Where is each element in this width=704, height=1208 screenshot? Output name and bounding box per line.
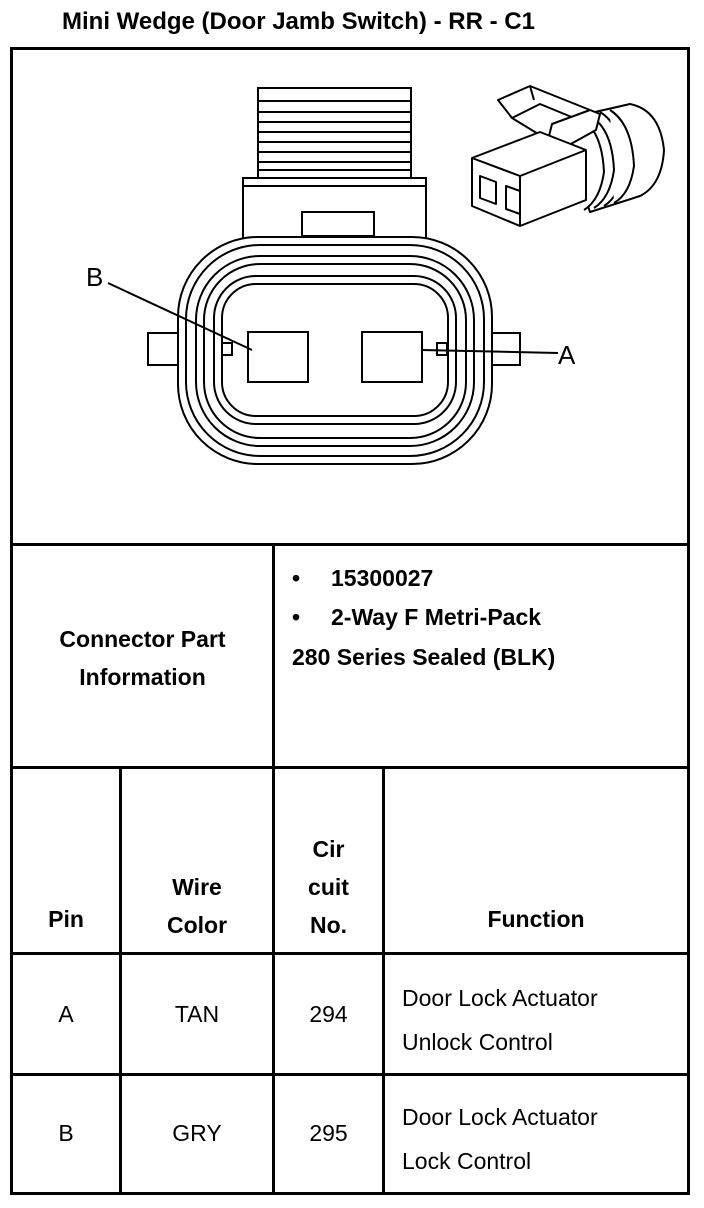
header-circuit-line1: Cir: [312, 836, 345, 862]
row-b-function: Door Lock Actuator Lock Control: [402, 1095, 598, 1183]
connector-info-label: Connector Part Information: [13, 620, 272, 696]
outer-border-top: [10, 47, 690, 50]
connector-isometric-view: [471, 85, 665, 227]
connector-info-label-line2: Information: [79, 664, 206, 690]
part-number: 15300027: [331, 565, 434, 591]
vertical-info-divider: [272, 543, 275, 769]
row-a-function-line2: Unlock Control: [402, 1029, 553, 1055]
row-a-wire-color: TAN: [174, 1001, 220, 1027]
outer-border-bottom: [10, 1192, 690, 1195]
part-description-line1: 2-Way F Metri-Pack: [331, 604, 542, 630]
row-a-circuit: 294: [309, 1001, 348, 1027]
header-pin: Pin: [48, 906, 84, 932]
vertical-col-3: [382, 766, 385, 1195]
row-b-pin: B: [58, 1120, 74, 1146]
row-a-function: Door Lock Actuator Unlock Control: [402, 976, 598, 1064]
divider-header: [10, 952, 690, 955]
housing-outer: [177, 236, 493, 465]
diagram-title: Mini Wedge (Door Jamb Switch) - RR - C1: [62, 8, 535, 35]
header-circuit-line3: No.: [309, 912, 348, 938]
row-b-wire-color: GRY: [172, 1120, 222, 1146]
header-circuit-line2: cuit: [308, 874, 349, 900]
outer-border-right: [687, 47, 690, 1195]
leader-a: [421, 349, 559, 354]
row-a-pin: A: [58, 1001, 74, 1027]
divider-diagram: [10, 543, 690, 546]
leader-b: [107, 282, 253, 351]
vertical-col-1: [119, 766, 122, 1195]
header-function: Function: [487, 906, 585, 932]
row-b-function-line2: Lock Control: [402, 1148, 532, 1174]
row-b-circuit: 295: [309, 1120, 348, 1146]
outer-border-left: [10, 47, 13, 1195]
header-wire-color-line2: Color: [166, 912, 228, 938]
latch-tab: [301, 211, 375, 237]
cavity-b: [247, 331, 309, 383]
part-description-line2: 280 Series Sealed (BLK): [292, 644, 556, 670]
divider-info: [10, 766, 690, 769]
header-circuit-no: Cir cuit No.: [275, 830, 382, 944]
header-wire-color: Wire Color: [122, 868, 272, 944]
row-b-function-line1: Door Lock Actuator: [402, 1104, 598, 1130]
connector-info-label-line1: Connector Part: [59, 626, 226, 652]
connector-diagram: [107, 85, 665, 465]
pin-label-a: A: [558, 340, 576, 370]
divider-row-a: [10, 1073, 690, 1076]
header-wire-color-line1: Wire: [172, 874, 222, 900]
vertical-col-2: [272, 766, 275, 1195]
cavity-a: [361, 331, 423, 383]
bullet-2: •: [292, 604, 301, 630]
row-a-function-line1: Door Lock Actuator: [402, 985, 598, 1011]
bullet-1: •: [292, 565, 301, 591]
pin-label-b: B: [86, 262, 104, 292]
connector-face-view: [107, 87, 559, 465]
